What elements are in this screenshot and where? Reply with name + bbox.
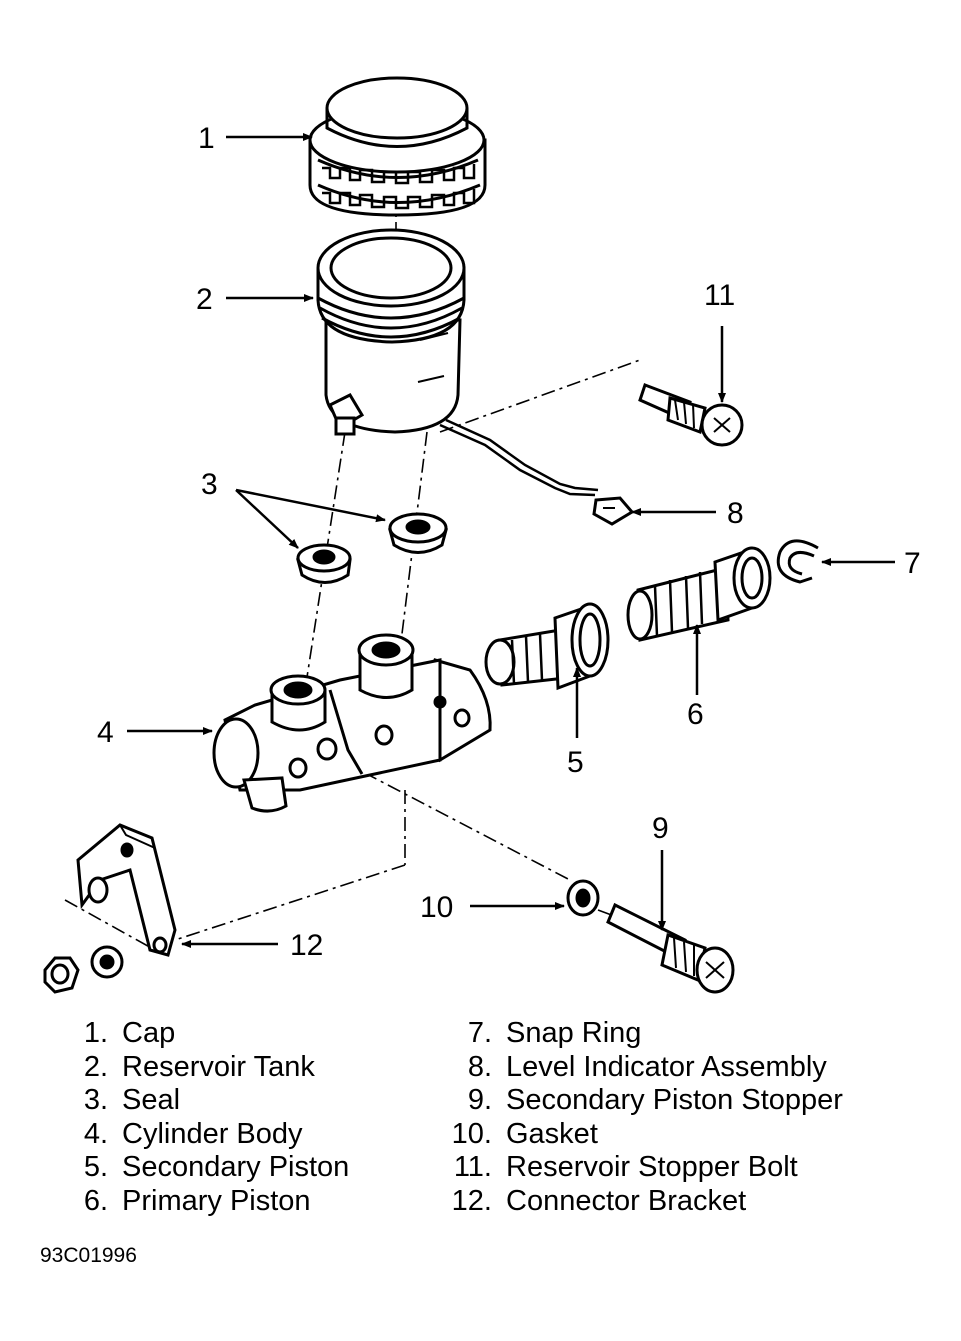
legend-item: 9. Secondary Piston Stopper (440, 1084, 843, 1118)
legend-item: 2. Reservoir Tank (70, 1051, 349, 1085)
callout-8: 8 (727, 497, 744, 530)
cylinder-body-part (212, 633, 492, 813)
legend-item: 3. Seal (70, 1084, 349, 1118)
reservoir-stopper-bolt (638, 383, 744, 447)
legend-item: 12. Connector Bracket (440, 1185, 843, 1219)
legend-number: 11. (453, 1151, 492, 1183)
callout-5: 5 (567, 746, 584, 779)
snap-ring-part (776, 539, 819, 584)
legend-number: 6. (83, 1184, 108, 1217)
callout-10: 10 (420, 891, 453, 924)
callout-labels: 1 2 3 4 5 6 7 8 9 10 11 12 (97, 122, 921, 962)
callout-1: 1 (198, 122, 215, 155)
legend-item: 10. Gasket (440, 1118, 843, 1152)
legend-number: 7. (467, 1017, 492, 1049)
gasket-part (566, 879, 600, 917)
parts-legend-left: 1. Cap 2. Reservoir Tank 3. Seal 4. Cylinder… (70, 1017, 350, 1219)
legend-item: 4. Cylinder Body (70, 1118, 349, 1152)
legend-number: 8. (467, 1050, 492, 1083)
legend-item: 5. Secondary Piston (70, 1151, 350, 1185)
callout-7: 7 (904, 547, 921, 580)
legend-number: 2. (83, 1050, 108, 1083)
figure-code: 93C01996 (40, 1244, 137, 1267)
legend-label: Reservoir Tank (122, 1050, 315, 1083)
legend-number: 3. (83, 1084, 108, 1116)
legend-number: 10. (451, 1117, 492, 1150)
legend-label: Secondary Piston Stopper (506, 1084, 843, 1116)
callout-2: 2 (196, 283, 213, 316)
legend-number: 5. (83, 1151, 108, 1183)
seal-parts (296, 512, 448, 584)
cap-part (308, 76, 487, 217)
legend-label: Secondary Piston (122, 1151, 350, 1183)
legend-number: 1. (83, 1017, 108, 1049)
callout-arrows (127, 133, 895, 948)
secondary-piston-part (484, 602, 610, 691)
exploded-parts-diagram: 1 2 3 4 5 6 7 8 9 10 11 12 (43, 76, 921, 994)
callout-6: 6 (687, 698, 704, 731)
legend-label: Seal (122, 1084, 181, 1116)
legend-label: Level Indicator Assembly (506, 1050, 827, 1083)
parts-legend-right: 7. Snap Ring 8. Level Indicator Assembly 9… (440, 1017, 843, 1218)
callout-4: 4 (97, 716, 114, 749)
level-indicator-connector (592, 496, 635, 526)
legend-item: 6. Primary Piston (70, 1185, 349, 1219)
legend-label: Snap Ring (506, 1017, 642, 1049)
legend-item: 1. Cap (70, 1017, 349, 1051)
callout-12: 12 (290, 929, 323, 962)
legend-item: 8. Level Indicator Assembly (440, 1051, 843, 1085)
legend-label: Cylinder Body (122, 1117, 303, 1150)
connector-bracket-part (43, 823, 177, 994)
legend-label: Cap (122, 1017, 176, 1049)
legend-label: Reservoir Stopper Bolt (506, 1151, 798, 1183)
legend-label: Gasket (506, 1117, 598, 1150)
callout-9: 9 (652, 812, 669, 845)
legend-number: 4. (83, 1117, 108, 1150)
reservoir-tank-part (316, 228, 599, 497)
secondary-piston-stopper (606, 902, 735, 994)
callout-3: 3 (201, 468, 218, 501)
legend-label: Primary Piston (122, 1184, 311, 1217)
callout-11: 11 (704, 279, 735, 312)
primary-piston-part (626, 546, 772, 642)
legend-number: 9. (467, 1084, 492, 1116)
legend-item: 7. Snap Ring (440, 1017, 843, 1051)
legend-number: 12. (451, 1184, 492, 1217)
legend-item: 11. Reservoir Stopper Bolt (440, 1151, 843, 1185)
legend-label: Connector Bracket (506, 1184, 747, 1217)
